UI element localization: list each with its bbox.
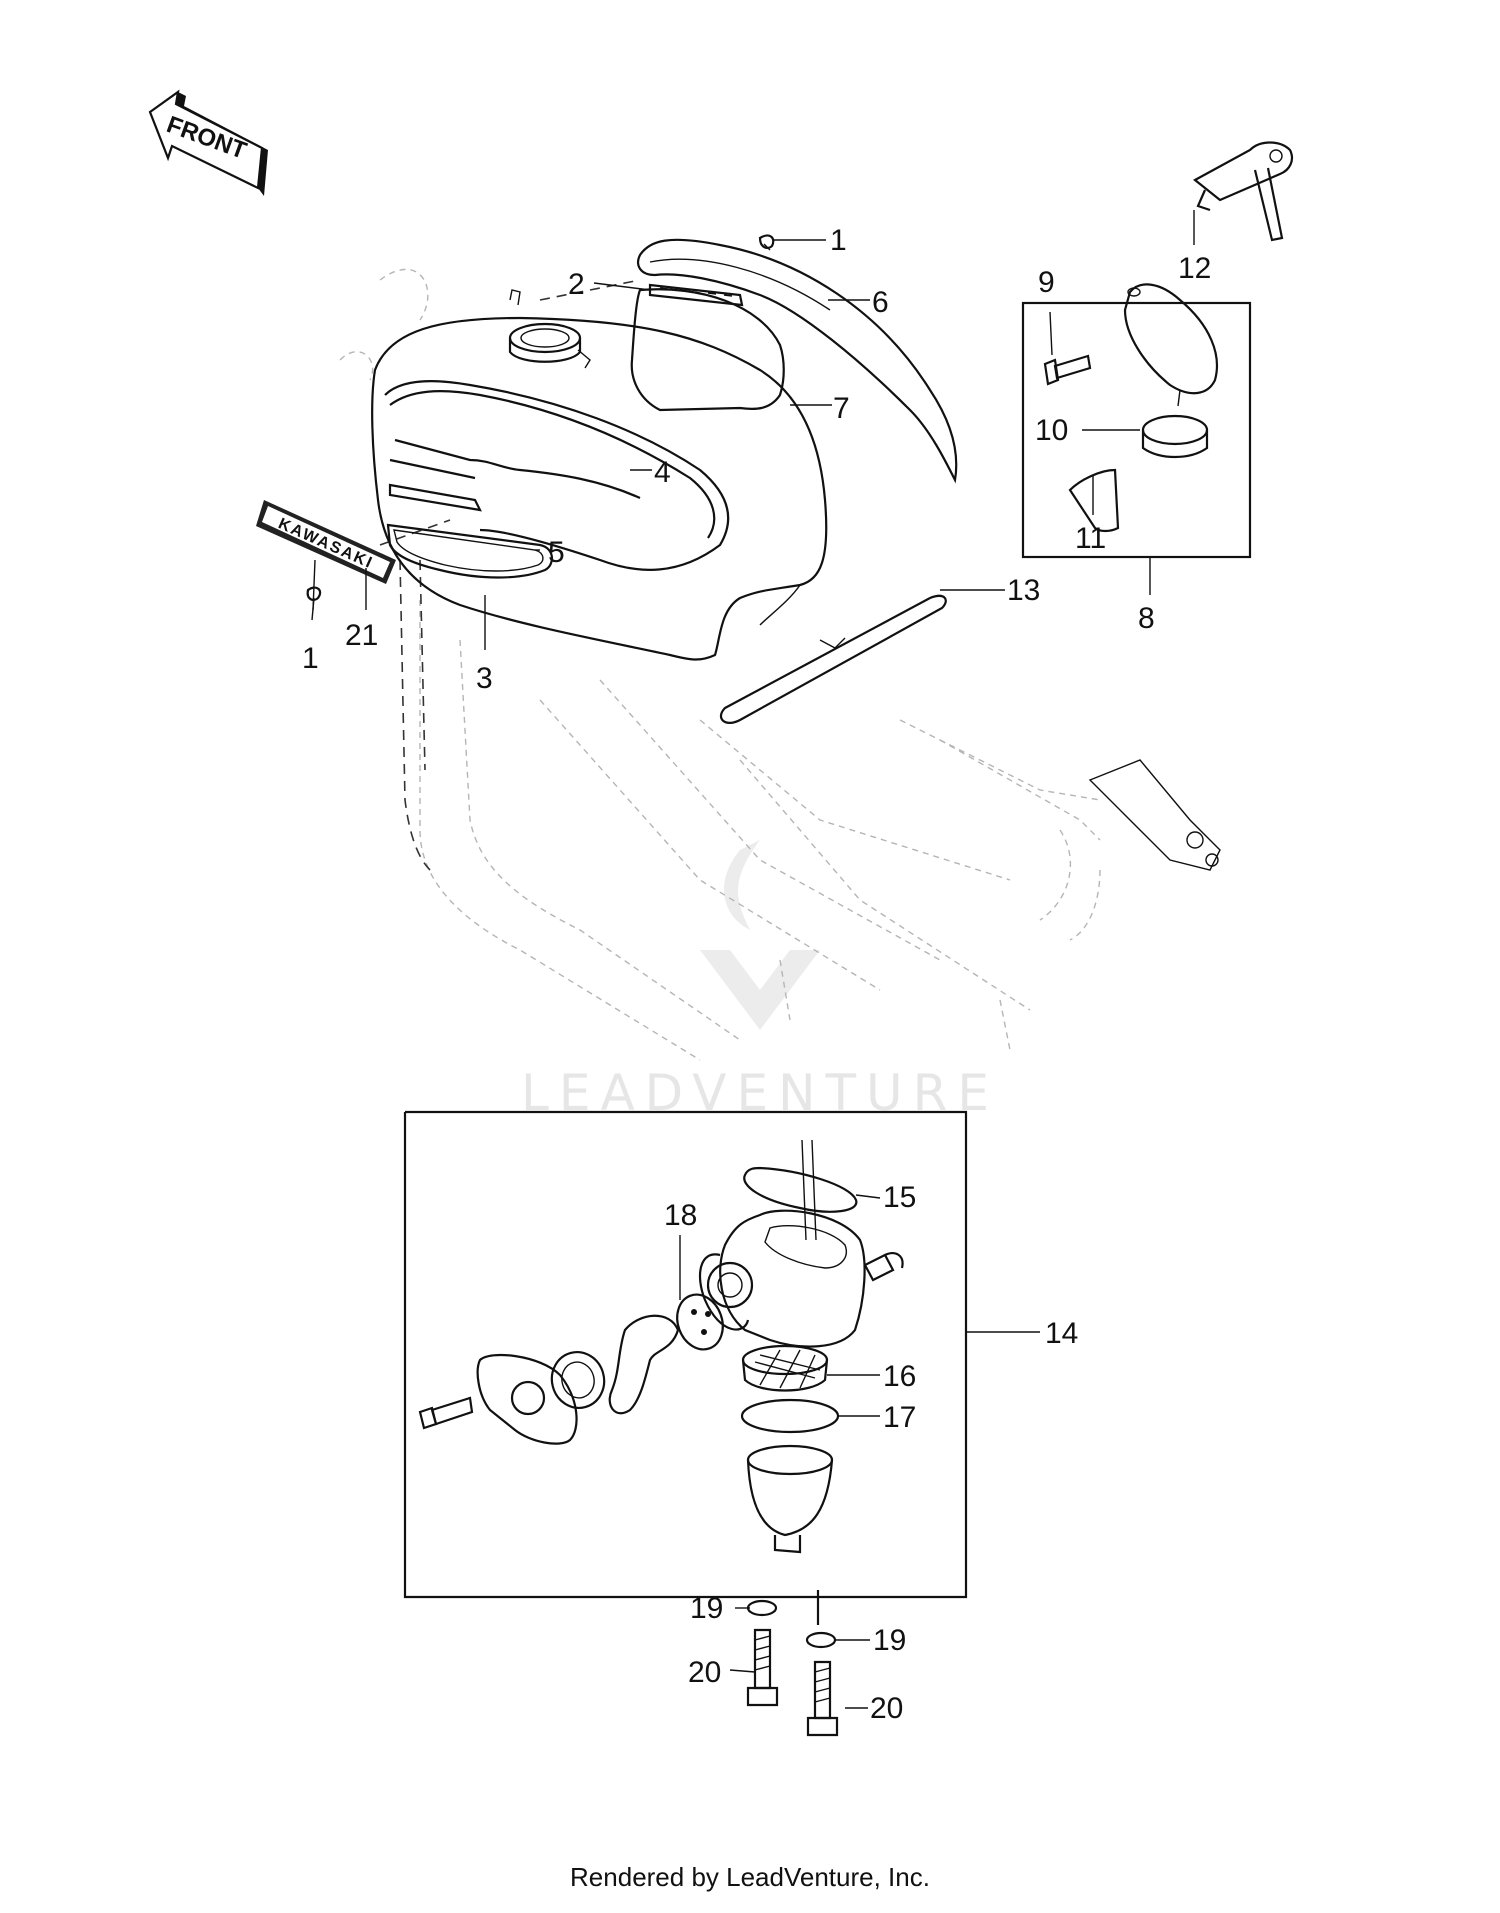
callout-19: 19 [873, 1624, 906, 1657]
watermark: LEADVENTURE [521, 840, 999, 1122]
callout-3: 3 [476, 662, 493, 695]
callout-11: 11 [1075, 522, 1106, 555]
washer-icon [746, 1599, 778, 1617]
callout-labels: 1 2 6 7 4 5 3 13 9 10 11 12 8 1 21 15 18… [302, 224, 1211, 1725]
callout-15: 15 [883, 1181, 916, 1214]
callout-14: 14 [1045, 1317, 1078, 1350]
kawasaki-emblem: KAWASAKI [256, 500, 396, 584]
callout-16: 16 [883, 1360, 916, 1393]
callout-21: 21 [345, 619, 378, 652]
frame-outline [339, 268, 1221, 1061]
callout-2: 2 [568, 268, 585, 301]
watermark-text: LEADVENTURE [521, 1064, 999, 1122]
front-arrow-icon: FRONT [148, 89, 268, 196]
dashed-leaders [379, 279, 641, 871]
callout-9: 9 [1038, 266, 1055, 299]
callout-10: 10 [1035, 414, 1068, 447]
fuel-valve-assembly-box [403, 1110, 968, 1599]
tank-bracket [719, 594, 947, 724]
key-icon [1193, 141, 1294, 242]
callout-4: 4 [654, 456, 671, 489]
fuel-cap-assembly-box [1021, 283, 1252, 559]
callout-7: 7 [833, 392, 850, 425]
callout-18: 18 [664, 1199, 697, 1232]
bolt-icon [746, 1628, 779, 1707]
callout-8: 8 [1138, 602, 1155, 635]
callout-17: 17 [883, 1401, 916, 1434]
emblem-text: KAWASAKI [276, 515, 376, 572]
emblem-plate [630, 288, 785, 412]
tank-top-cover [637, 238, 958, 484]
washer-icon [805, 1631, 837, 1649]
callout-20: 20 [688, 1656, 721, 1689]
callout-19: 19 [690, 1592, 723, 1625]
fuel-tank [371, 289, 828, 661]
screw-icon [758, 234, 775, 251]
callout-5: 5 [548, 536, 565, 569]
callout-6: 6 [872, 286, 889, 319]
rubber-strip [648, 283, 744, 307]
callout-20: 20 [870, 1692, 903, 1725]
bolt-icon [806, 1660, 839, 1737]
callout-1: 1 [830, 224, 847, 257]
callout-1: 1 [302, 642, 319, 675]
callout-12: 12 [1178, 252, 1211, 285]
callout-13: 13 [1007, 574, 1040, 607]
leader-lines [312, 210, 1195, 1709]
footer-credit: Rendered by LeadVenture, Inc. [570, 1862, 930, 1892]
